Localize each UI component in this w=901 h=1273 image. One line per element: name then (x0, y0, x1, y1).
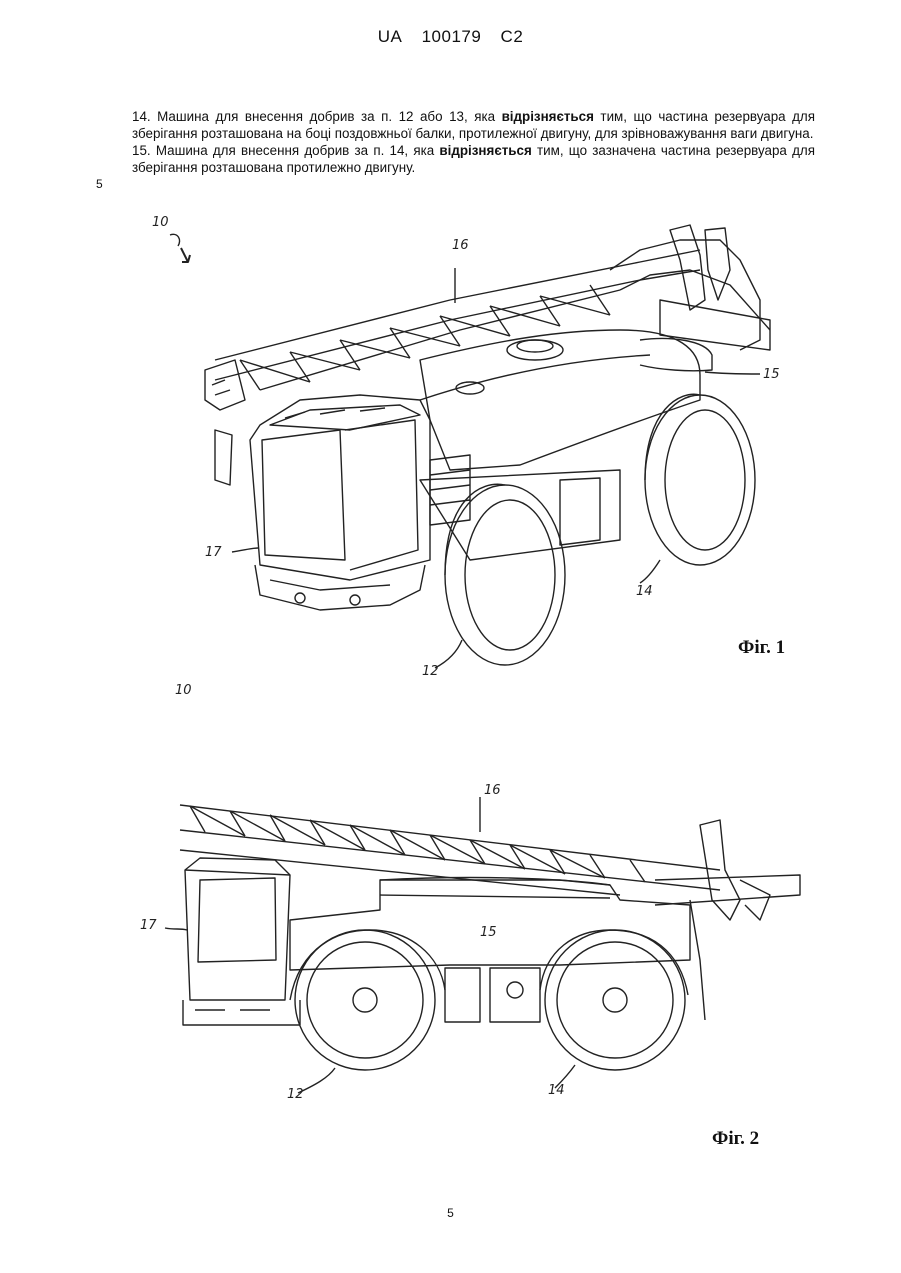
figure-2-label: Фіг. 2 (712, 1128, 759, 1150)
page-number: 5 (0, 1206, 901, 1220)
fig2-ref-16: 16 (484, 783, 501, 798)
fig2-ref-15: 15 (480, 925, 497, 940)
fig2-ref-12: 12 (287, 1087, 304, 1102)
fig2-ref-10: 10 (175, 683, 192, 698)
fig2-ref-14: 14 (548, 1083, 565, 1098)
fig2-ref-17: 17 (140, 918, 157, 933)
